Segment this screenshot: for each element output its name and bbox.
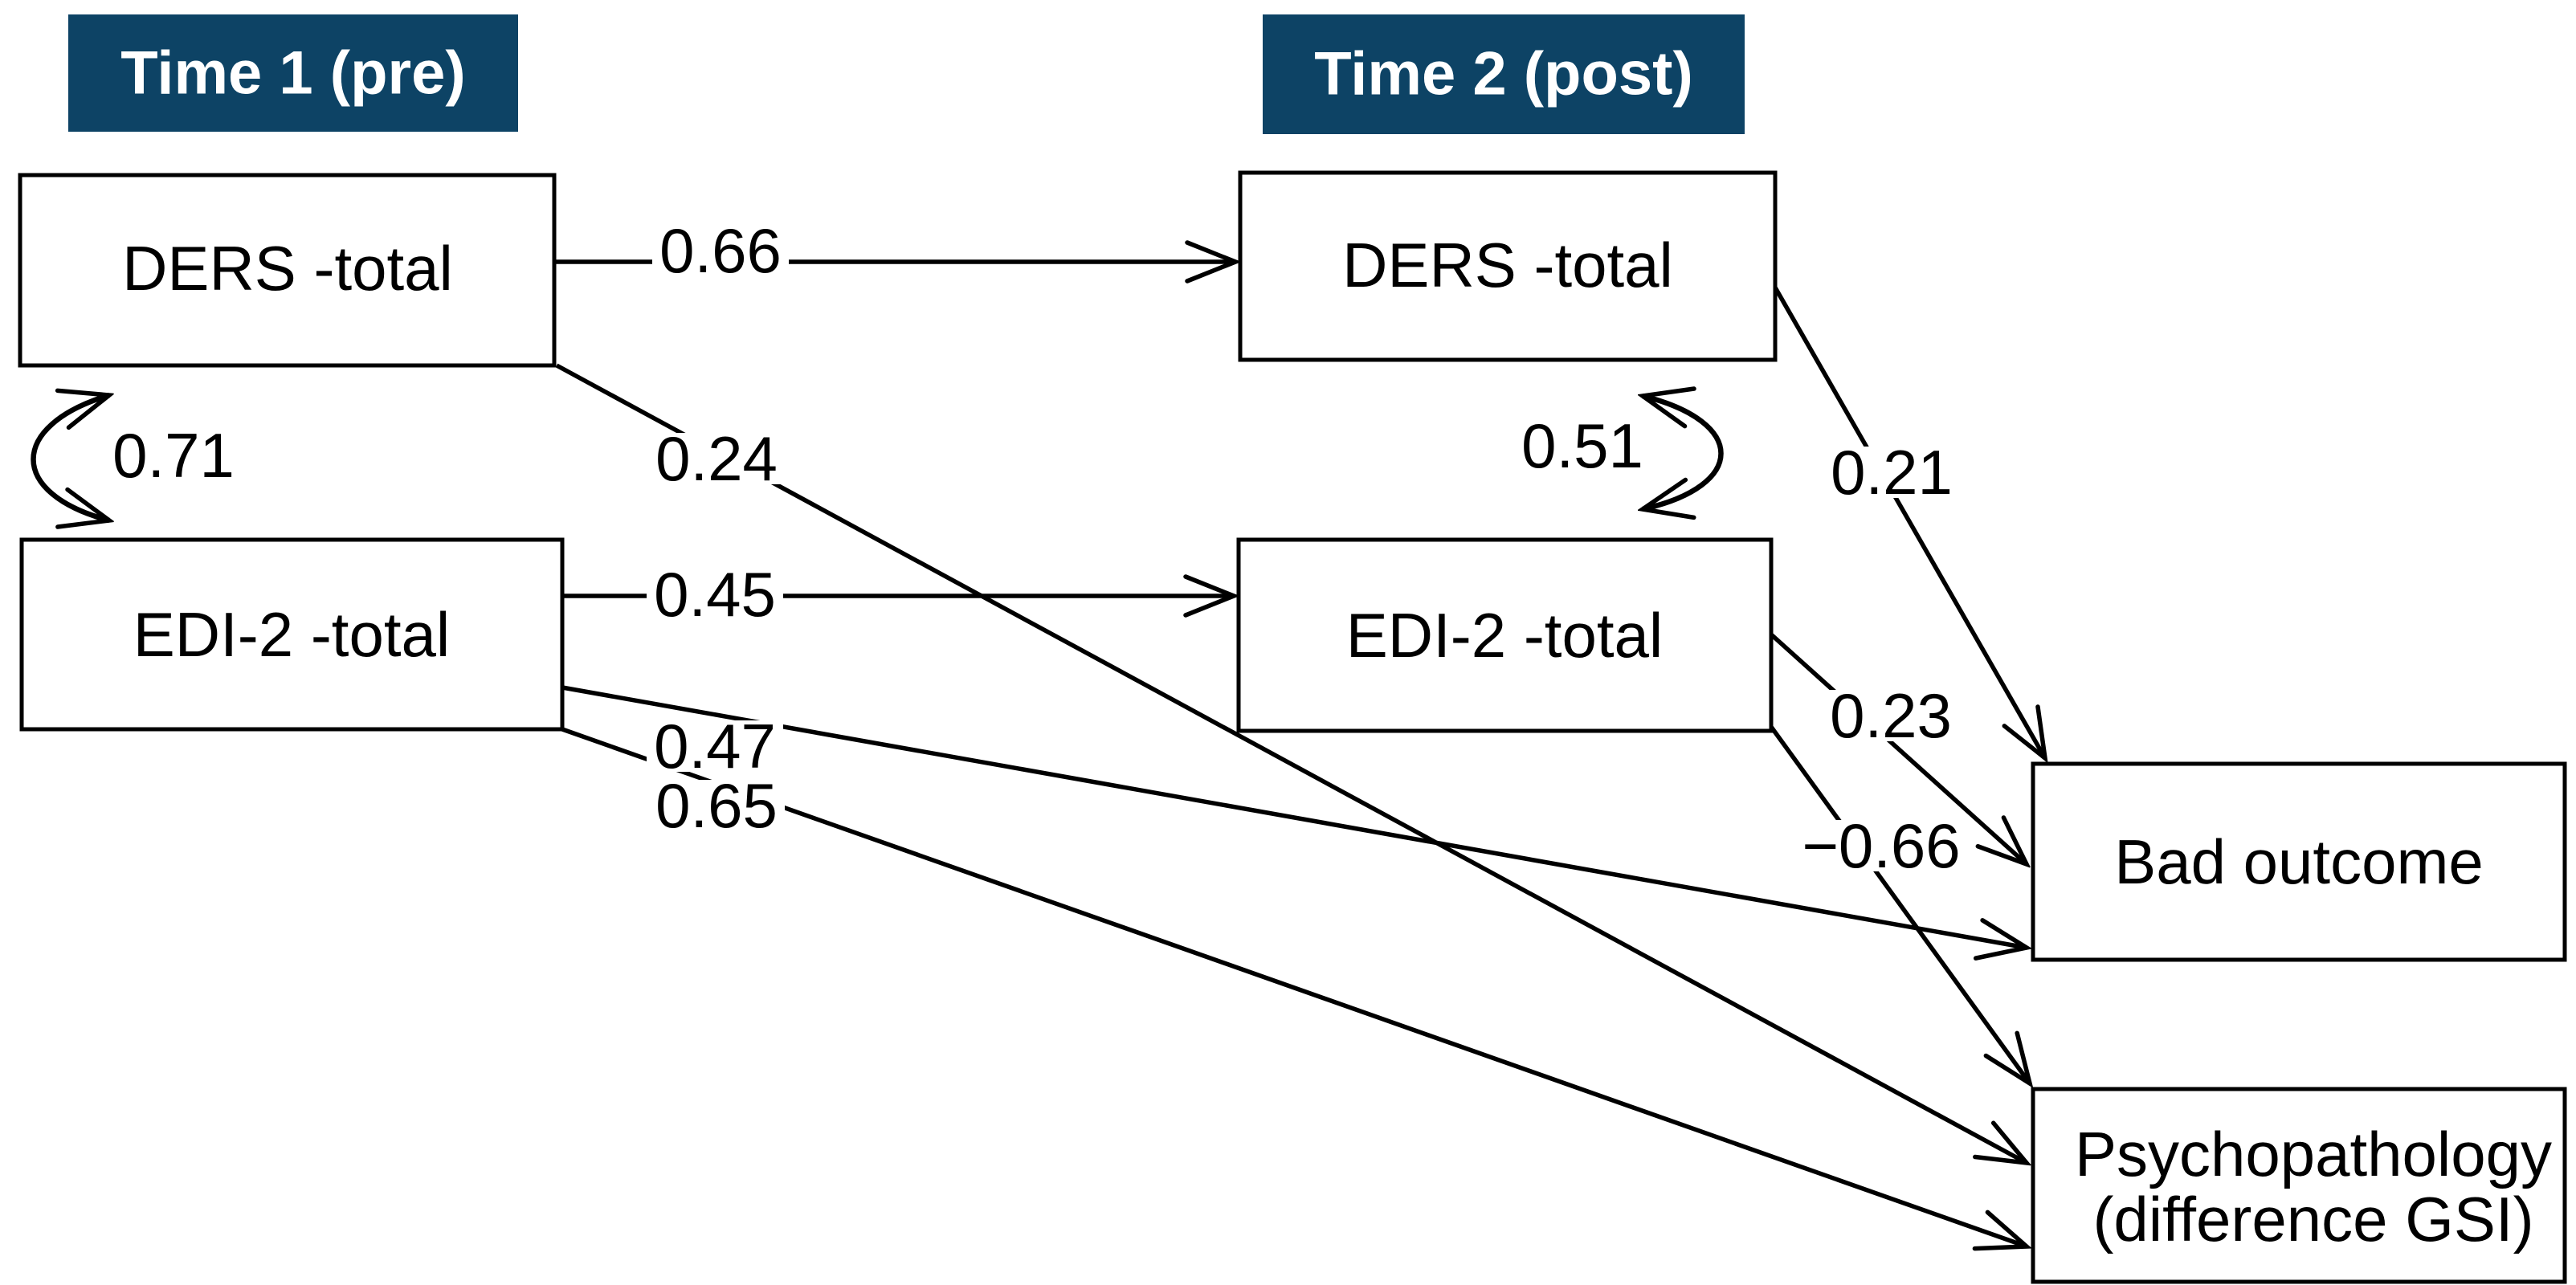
node-edi-t2-box <box>1236 537 1774 733</box>
coefficient-correlation-time2: 0.51 <box>1521 410 1643 481</box>
coefficient-edi1-psychopathology: 0.65 <box>655 770 778 841</box>
mask-023 <box>1823 690 1959 741</box>
edge-edi-t2-to-bad-outcome <box>1770 632 2027 864</box>
header-time1-box <box>68 14 518 132</box>
node-ders-t2-box <box>1238 170 1778 362</box>
node-edi-t1-box <box>19 537 565 732</box>
coefficient-ders1-psychopathology: 0.24 <box>655 423 778 494</box>
mask-045 <box>647 569 783 620</box>
node-bad-outcome-box <box>2031 761 2567 962</box>
mask-066 <box>652 224 789 277</box>
edge-ders-t2-to-bad-outcome <box>1773 286 2045 758</box>
coefficient-labels: 0.66 0.71 0.24 0.45 0.47 0.65 0.51 0.21 … <box>112 215 1961 881</box>
node-ders-t2-label: DERS -total <box>1342 230 1673 300</box>
mask-021 <box>1823 447 1960 498</box>
coefficient-ders2-bad-outcome: 0.21 <box>1831 437 1953 508</box>
coefficient-edi2-bad-outcome: 0.23 <box>1830 680 1952 751</box>
header-time2-label: Time 2 (post) <box>1314 40 1693 108</box>
mask-m066 <box>1797 820 1966 871</box>
coefficient-correlation-time1: 0.71 <box>112 420 235 491</box>
mask-024 <box>648 433 785 484</box>
header-time2-box <box>1263 14 1745 134</box>
nodes-group: DERS -total EDI-2 -total DERS -total EDI… <box>18 170 2567 1284</box>
edges-group <box>31 262 2046 1246</box>
edge-edi-t1-to-bad-outcome <box>561 685 2027 948</box>
node-psychopathology-label-line1: Psychopathology <box>2075 1119 2552 1189</box>
node-edi-t2-label: EDI-2 -total <box>1346 600 1663 671</box>
edge-edi-t2-to-psychopathology <box>1769 725 2030 1083</box>
coefficient-ders1-ders2: 0.66 <box>659 215 782 286</box>
coefficient-edi1-bad-outcome: 0.47 <box>654 711 776 781</box>
header-time1-label: Time 1 (pre) <box>120 39 465 108</box>
coefficient-edi2-psychopathology: −0.66 <box>1802 810 1960 881</box>
mask-047 <box>647 720 783 772</box>
correlation-arc-time1 <box>31 395 110 520</box>
label-masks <box>647 224 1966 871</box>
edge-ders-t1-to-psychopathology <box>555 363 2027 1163</box>
column-headers: Time 1 (pre) Time 2 (post) <box>68 14 1745 134</box>
edge-edi-t1-to-psychopathology <box>561 727 2027 1246</box>
node-bad-outcome-label: Bad outcome <box>2114 826 2484 897</box>
node-ders-t1-label: DERS -total <box>122 233 453 304</box>
node-edi-t1-label: EDI-2 -total <box>133 599 450 670</box>
correlation-arc-time2 <box>1643 396 1724 509</box>
coefficient-edi1-edi2: 0.45 <box>654 559 776 630</box>
node-psychopathology-box <box>2031 1087 2567 1284</box>
mask-065 <box>648 780 785 831</box>
node-ders-t1-box <box>18 173 557 368</box>
node-psychopathology-label-line2: (difference GSI) <box>2092 1184 2533 1254</box>
